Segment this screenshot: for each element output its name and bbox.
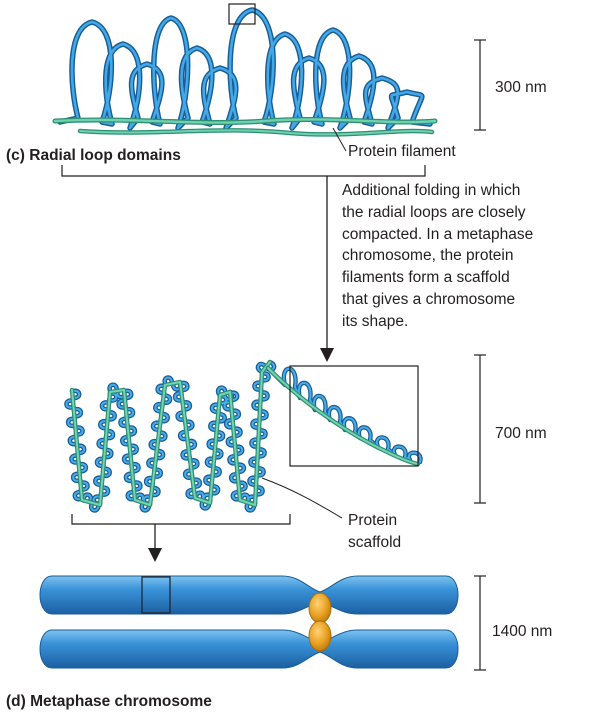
arrow-to-scaffold (320, 176, 334, 362)
extended-loops-in-box (265, 365, 423, 465)
radial-loop-domains (52, 3, 438, 152)
scale-label-300: 300 nm (495, 79, 547, 96)
description-line: Additional folding in which (342, 182, 521, 199)
compacted-loops-scaffold (64, 359, 423, 519)
protein-filament-label: Protein filament (348, 143, 456, 160)
centromere-top (308, 592, 332, 624)
protein-scaffold-label-line2: scaffold (348, 534, 402, 551)
description-line: the radial loops are closely (342, 203, 526, 221)
description-line: that gives a chromosome (342, 290, 516, 308)
centromere-bottom (308, 620, 332, 652)
bracket-middle (71, 514, 291, 525)
arrow-to-chromosome (148, 524, 162, 562)
zoom-box-large (141, 576, 171, 614)
dna-radial-loops-highlight (58, 8, 432, 130)
zoom-box-small (228, 3, 256, 25)
description-line: compacted. In a metaphase (342, 225, 534, 243)
bracket-panel-c (61, 165, 426, 177)
zoom-box-medium (289, 365, 419, 467)
description-line: chromosome, the protein (342, 247, 514, 265)
protein-filament-leader-line (332, 127, 347, 152)
dna-radial-loops (57, 7, 433, 131)
extended-loops-in-box-highlight (267, 367, 422, 463)
protein-scaffold-label-line1: Protein (348, 512, 398, 529)
protein-filament-strand-1-highlight (53, 118, 437, 124)
protein-scaffold-leader-line (261, 477, 343, 519)
metaphase-chromosome (39, 575, 459, 669)
folding-description: Additional folding in which the radial l… (342, 180, 587, 333)
box-scaffold-strand-highlight (267, 367, 419, 465)
sister-chromatid-bottom (39, 629, 459, 669)
compacted-dna-coils-highlight (65, 361, 275, 512)
protein-scaffold-strand-highlight (71, 361, 271, 506)
scale-label-1400: 1400 nm (492, 623, 553, 640)
scale-label-700: 700 nm (495, 425, 547, 442)
scale-bar-1400 (474, 575, 486, 671)
sister-chromatid-top (39, 575, 459, 615)
scale-bar-700 (474, 354, 486, 504)
protein-filament-strand-2-highlight (79, 129, 433, 136)
description-line: its shape. (342, 312, 409, 330)
description-line: filaments form a scaffold (342, 269, 510, 287)
panel-d-title: (d) Metaphase chromosome (6, 693, 212, 710)
panel-c-title: (c) Radial loop domains (6, 147, 181, 164)
scale-bar-300 (474, 39, 486, 131)
